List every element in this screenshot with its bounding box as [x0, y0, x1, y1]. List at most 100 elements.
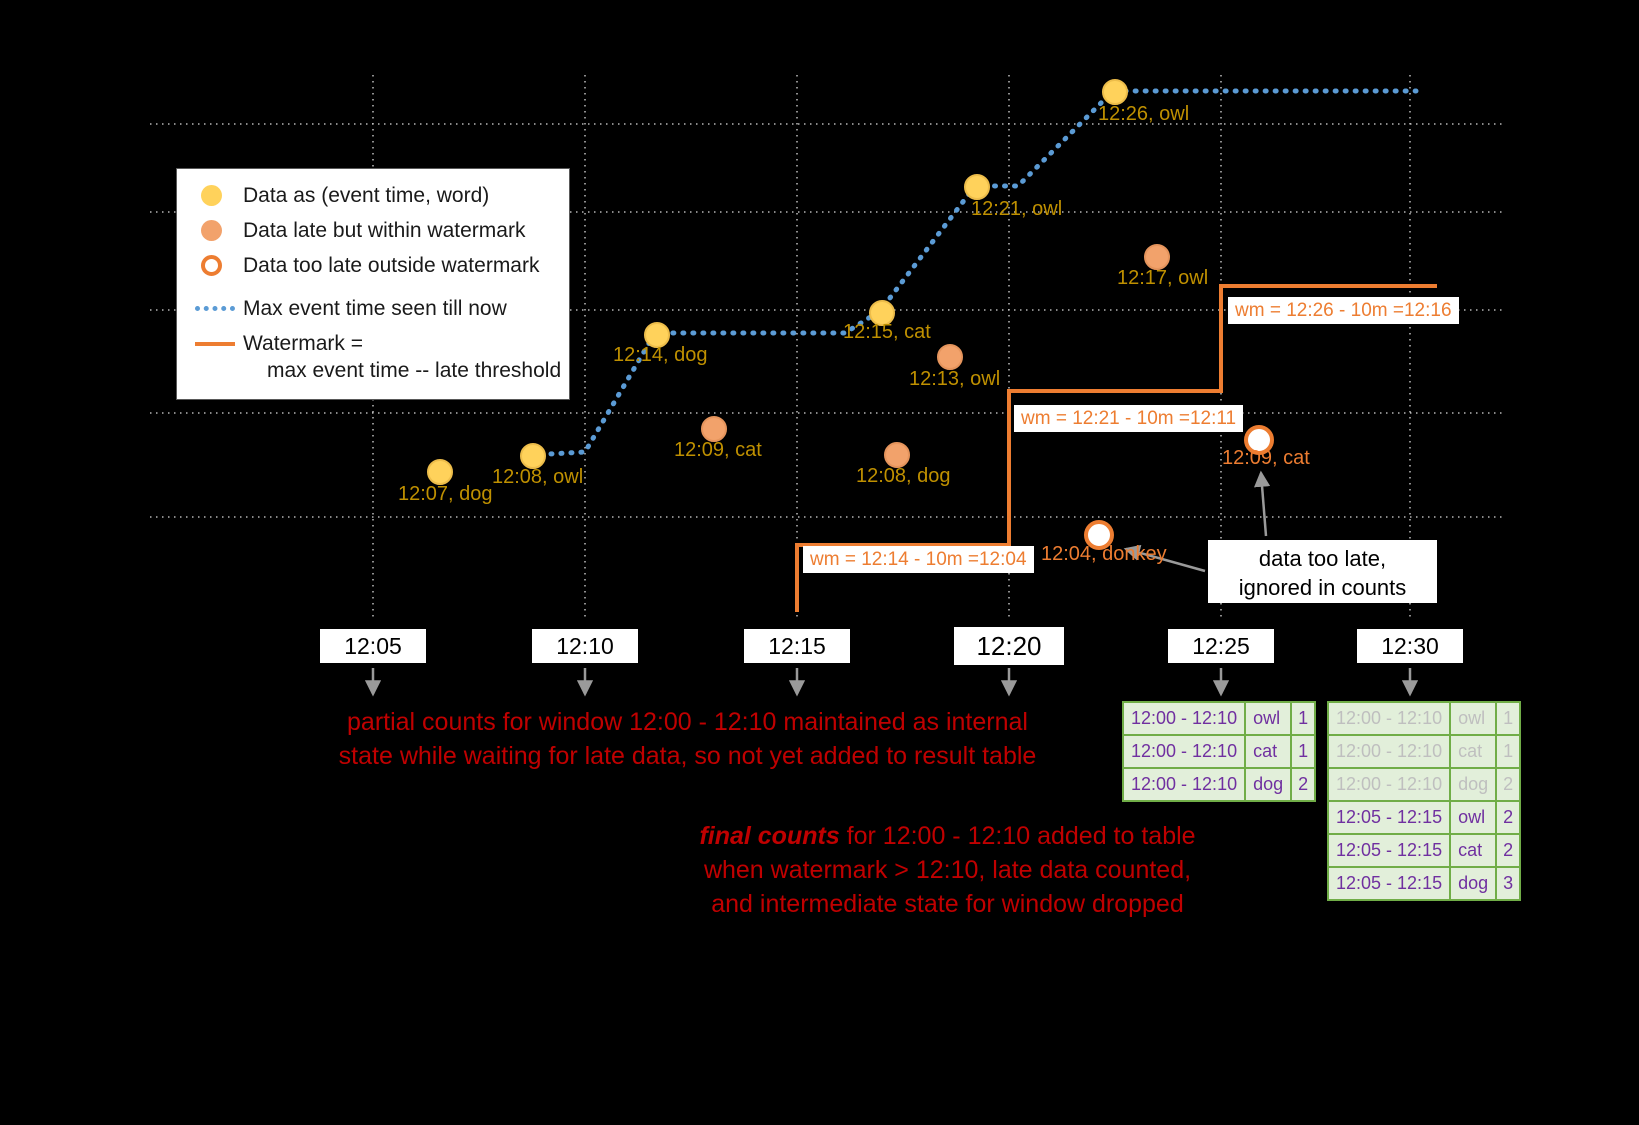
note-final-counts: final counts for 12:00 - 12:10 added to …	[655, 819, 1240, 921]
legend-swatch	[193, 295, 243, 322]
legend-label: Data as (event time, word)	[243, 184, 490, 207]
cell-word: owl	[1449, 800, 1498, 835]
watermark-value-label: wm = 12:21 - 10m =12:11	[1014, 405, 1244, 432]
cell-window: 12:00 - 12:10	[1326, 701, 1452, 736]
data-point-label: 12:09, cat	[1222, 447, 1310, 469]
note-partial-line2: state while waiting for late data, so no…	[338, 742, 1037, 770]
legend-swatch	[193, 182, 243, 209]
data-point-label: 12:21, owl	[971, 198, 1063, 220]
data-point-ontime	[964, 174, 990, 200]
cell-word: owl	[1244, 701, 1293, 736]
note-final-line1-rest: for 12:00 - 12:10 added to table	[839, 822, 1196, 850]
watermark-line	[795, 284, 1437, 612]
too-late-callout: data too late, ignored in counts	[1208, 540, 1437, 603]
legend-item: Data as (event time, word)	[193, 182, 569, 209]
data-point-ontime	[1102, 79, 1128, 105]
cell-count: 1	[1495, 734, 1522, 769]
cell-count: 1	[1290, 734, 1317, 769]
axis-tick-1215: 12:15	[744, 629, 850, 663]
cell-count: 1	[1290, 701, 1317, 736]
legend-label-sub: max event time -- late threshold	[267, 359, 562, 382]
legend-swatch	[193, 252, 243, 279]
toolate-point-icon	[201, 255, 222, 276]
data-point-label: 12:26, owl	[1098, 103, 1190, 125]
data-point-toolate	[1244, 425, 1274, 455]
cell-word: cat	[1244, 734, 1293, 769]
cell-window: 12:05 - 12:15	[1326, 833, 1452, 868]
legend: Data as (event time, word) Data late but …	[176, 168, 570, 400]
cell-word: dog	[1244, 767, 1293, 802]
data-point-late	[701, 416, 727, 442]
data-point-label: 12:08, dog	[856, 465, 951, 487]
axis-tick-1230: 12:30	[1357, 629, 1463, 663]
cell-word: cat	[1449, 833, 1498, 868]
late-point-icon	[201, 220, 222, 241]
cell-count: 1	[1495, 701, 1522, 736]
watermark-line-icon	[195, 341, 235, 346]
note-final-line2: when watermark > 12:10, late data counte…	[703, 856, 1192, 884]
legend-label: Data late but within watermark	[243, 219, 526, 242]
cell-window: 12:00 - 12:10	[1121, 767, 1247, 802]
legend-label: Watermark =max event time -- late thresh…	[243, 332, 562, 382]
cell-count: 2	[1495, 833, 1522, 868]
data-point-ontime	[427, 459, 453, 485]
cell-word: cat	[1449, 734, 1498, 769]
data-point-late	[937, 344, 963, 370]
axis-tick-1210: 12:10	[532, 629, 638, 663]
cell-count: 2	[1495, 767, 1522, 802]
legend-item: Max event time seen till now	[193, 295, 569, 322]
legend-swatch	[193, 217, 243, 244]
legend-item: Data late but within watermark	[193, 217, 569, 244]
cell-word: owl	[1449, 701, 1498, 736]
data-point-toolate	[1084, 520, 1114, 550]
note-partial-counts: partial counts for window 12:00 - 12:10 …	[300, 705, 1075, 773]
data-point-label: 12:07, dog	[398, 483, 493, 505]
legend-item: Watermark =max event time -- late thresh…	[193, 330, 569, 384]
too-late-callout-line1: data too late,	[1258, 546, 1387, 571]
axis-tick-1225: 12:25	[1168, 629, 1274, 663]
too-late-arrow	[1123, 544, 1206, 573]
max-event-time-line-icon	[195, 306, 235, 311]
cell-window: 12:00 - 12:10	[1326, 767, 1452, 802]
legend-label: Max event time seen till now	[243, 297, 507, 320]
cell-count: 3	[1495, 866, 1522, 901]
ontime-point-icon	[201, 185, 222, 206]
cell-window: 12:00 - 12:10	[1121, 701, 1247, 736]
cell-window: 12:05 - 12:15	[1326, 866, 1452, 901]
data-point-label: 12:08, owl	[492, 466, 584, 488]
cell-word: dog	[1449, 767, 1498, 802]
data-point-label: 12:09, cat	[674, 439, 762, 461]
data-point-late	[884, 442, 910, 468]
data-point-label: 12:04, donkey	[1041, 543, 1167, 565]
data-point-ontime	[869, 300, 895, 326]
legend-item: Data too late outside watermark	[193, 252, 569, 279]
data-point-label: 12:13, owl	[909, 368, 1001, 390]
cell-count: 2	[1290, 767, 1317, 802]
axis-tick-1205: 12:05	[320, 629, 426, 663]
watermark-value-label: wm = 12:14 - 10m =12:04	[803, 546, 1034, 573]
too-late-callout-line2: ignored in counts	[1238, 575, 1407, 600]
cell-word: dog	[1449, 866, 1498, 901]
data-point-label: 12:17, owl	[1117, 267, 1209, 289]
data-point-label: 12:14, dog	[613, 344, 708, 366]
legend-swatch	[193, 330, 243, 357]
note-final-line1: final counts for 12:00 - 12:10 added to …	[655, 819, 1240, 853]
cell-count: 2	[1495, 800, 1522, 835]
watermark-value-label: wm = 12:26 - 10m =12:16	[1228, 297, 1459, 324]
cell-window: 12:00 - 12:10	[1121, 734, 1247, 769]
axis-tick-1220: 12:20	[954, 627, 1064, 665]
note-partial-line1: partial counts for window 12:00 - 12:10 …	[347, 708, 1028, 736]
data-point-ontime	[520, 443, 546, 469]
final-counts-emphasis: final counts	[699, 822, 840, 850]
note-final-line3: and intermediate state for window droppe…	[711, 890, 1184, 918]
